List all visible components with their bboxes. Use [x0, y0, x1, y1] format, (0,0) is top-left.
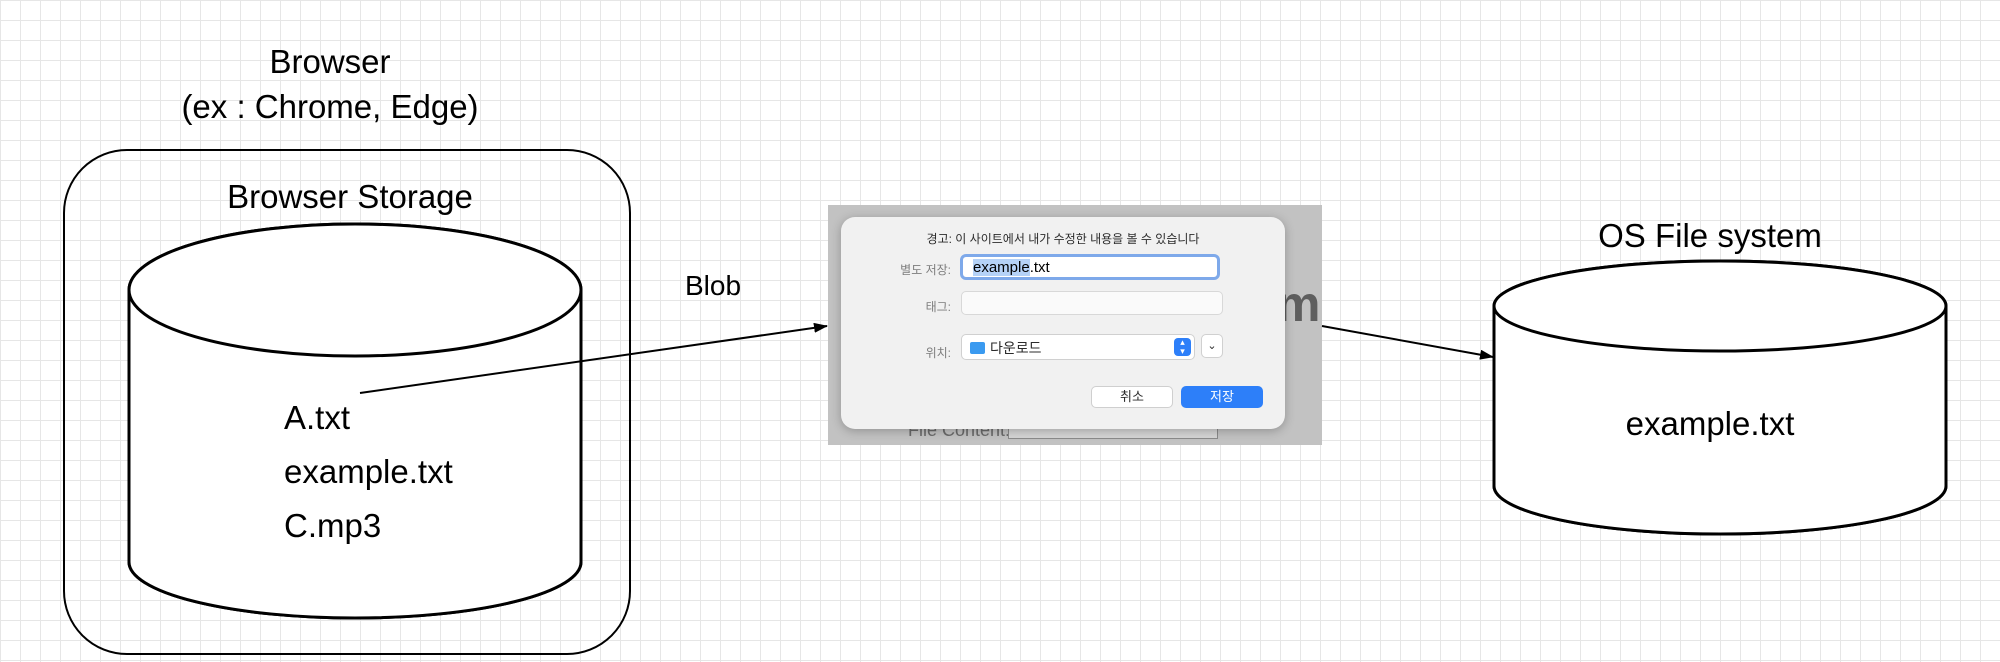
os-file-system-label: OS File system: [1598, 217, 1822, 254]
save-arrow: [1321, 325, 1494, 360]
browser-title-line2: (ex : Chrome, Edge): [181, 87, 479, 125]
location-select[interactable]: 다운로드 ▴▾: [961, 334, 1195, 360]
cancel-button[interactable]: 취소: [1091, 386, 1173, 408]
warning-text: 경고: 이 사이트에서 내가 수정한 내용을 볼 수 있습니다: [926, 232, 1200, 246]
location-value: 다운로드: [990, 340, 1042, 356]
file-item-a-txt: A.txt: [284, 399, 351, 436]
os-cylinder: [1492, 259, 1948, 536]
save-dialog-screenshot: m File Content: 경고: 이 사이트에서 내가 수정한 내용을 볼…: [828, 205, 1322, 445]
filename-selected: example: [973, 259, 1030, 276]
chevron-down-icon[interactable]: ⌄: [1201, 334, 1223, 358]
tag-label: 태그:: [925, 300, 951, 314]
browser-title-line1: Browser: [269, 43, 391, 80]
browser-container: [63, 149, 631, 655]
os-file-example-txt: example.txt: [1625, 405, 1795, 442]
where-label: 위치:: [925, 346, 951, 360]
folder-icon: [970, 342, 985, 354]
filename-ext: .txt: [1029, 259, 1050, 276]
save-button[interactable]: 저장: [1181, 386, 1263, 408]
blob-edge-label: Blob: [685, 270, 742, 301]
browser-title: Browser (ex : Chrome, Edge): [150, 40, 510, 129]
blob-arrow: [359, 322, 828, 394]
browser-storage-label: Browser Storage: [227, 178, 473, 215]
browser-file-list: A.txt example.txt C.mp3: [284, 396, 453, 558]
stepper-icon: ▴▾: [1174, 338, 1191, 356]
save-dialog: 경고: 이 사이트에서 내가 수정한 내용을 볼 수 있습니다 별도 저장: e…: [841, 217, 1285, 429]
save-as-label: 별도 저장:: [900, 263, 951, 277]
filename-input[interactable]: example.txt: [960, 254, 1220, 280]
file-item-example-txt: example.txt: [284, 453, 453, 490]
file-item-c-mp3: C.mp3: [284, 507, 382, 544]
tag-input[interactable]: [961, 291, 1223, 315]
